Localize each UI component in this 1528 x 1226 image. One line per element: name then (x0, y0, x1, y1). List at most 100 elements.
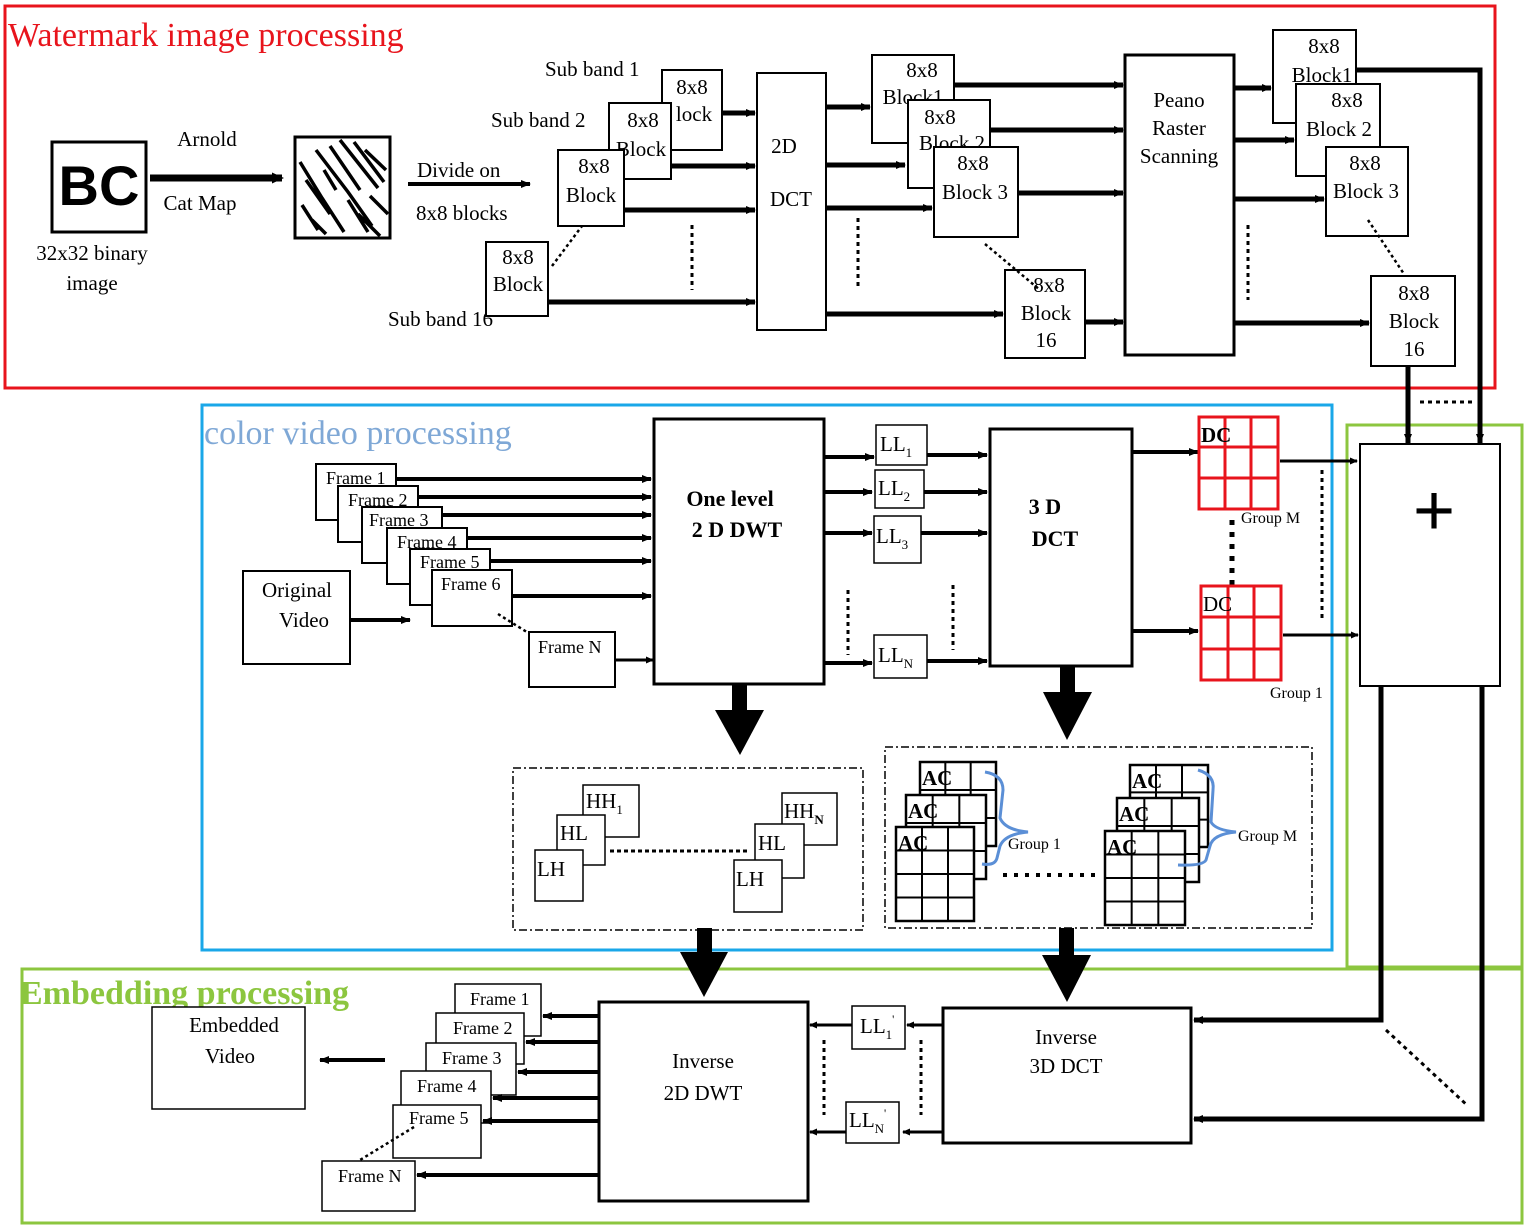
out-frame-5-label: Frame 5 (409, 1108, 468, 1128)
ac-group-m-grid-3: AC (1105, 831, 1185, 925)
ac-group-1-ac-label-3: AC (898, 831, 928, 855)
peano-label-line2: Raster (1152, 116, 1206, 140)
subband2-block-label: 8x8 (627, 108, 659, 132)
input-label-line1: 32x32 binary (36, 241, 148, 265)
peano-label-line3: Scanning (1140, 144, 1219, 168)
subband16-block-label2: Block (493, 272, 544, 296)
subband-16-label: Sub band 16 (388, 307, 493, 331)
dct-block2-label: 8x8 (924, 105, 956, 129)
dct-block16-label3: 16 (1036, 328, 1057, 352)
ac-group-1-ac-label-1: AC (922, 766, 952, 790)
ll3-text: LL (876, 524, 902, 548)
dct3d-label-line2: DCT (1032, 526, 1079, 551)
dct-block1-label: 8x8 (906, 58, 938, 82)
ac-group-1-ac-label-2: AC (908, 799, 938, 823)
peano-label-line1: Peano (1153, 88, 1204, 112)
scanned-block16-label2: Block (1389, 309, 1440, 333)
hhn-text: HH (784, 799, 814, 823)
out-frame-3-label: Frame 3 (442, 1048, 501, 1068)
frame-6-label: Frame 6 (441, 574, 500, 594)
ll-blocks: LL1 LL2 LL3 LLN (824, 425, 987, 678)
dct-block16-label: 8x8 (1033, 273, 1065, 297)
input-label-line2: image (66, 271, 117, 295)
scanned-block1-label: 8x8 (1308, 34, 1340, 58)
scanned-block2-label: 8x8 (1331, 88, 1363, 112)
ll1-text: LL (880, 432, 906, 456)
arnold-label-line1: Arnold (177, 127, 237, 151)
dct-block16-label2: Block (1021, 301, 1072, 325)
group-m-label-ac: Group M (1238, 828, 1297, 845)
high-bands-frame1: HH1 HL LH (535, 785, 639, 901)
dc-label-bottom: DC (1203, 592, 1232, 616)
subband-1-label: Sub band 1 (545, 57, 640, 81)
lhn-label: LH (736, 867, 764, 891)
dwt-box (654, 419, 824, 684)
subband1-block-label2: lock (676, 102, 713, 126)
subband-2-label: Sub band 2 (491, 108, 586, 132)
group-1-label-ac: Group 1 (1008, 836, 1061, 853)
ll1-prime-sub: 1 (886, 1027, 893, 1042)
hl1-label: HL (560, 821, 588, 845)
lln-prime-mark: ' (884, 1106, 886, 1120)
dct3d-label-line1: 3 D (1029, 494, 1061, 519)
hln-label: HL (758, 831, 786, 855)
dwt-label-line2: 2 D DWT (692, 517, 783, 542)
down-arrow-to-inv-dwt (680, 928, 728, 997)
dct2d-label-line2: DCT (770, 187, 812, 211)
video-section-title: color video processing (204, 415, 512, 452)
out-frame-1-label: Frame 1 (470, 989, 529, 1009)
hh1-text: HH (586, 789, 616, 813)
inverse-dct3d-label-line2: 3D DCT (1030, 1054, 1103, 1078)
dct2d-label-line1: 2D (771, 134, 797, 158)
scanned-block16-label3: 16 (1404, 337, 1425, 361)
subband1-block-label: 8x8 (676, 75, 708, 99)
dct-block3-label: 8x8 (957, 151, 989, 175)
ll1-sub: 1 (906, 445, 913, 460)
subband16-block-label: 8x8 (502, 245, 534, 269)
embedded-video-label-line2: Video (205, 1044, 255, 1068)
out-frame-n-label: Frame N (338, 1166, 401, 1186)
lln-sub: N (904, 656, 914, 671)
inverse-dwt-label-line2: 2D DWT (664, 1081, 743, 1105)
ll2-sub: 2 (904, 489, 911, 504)
embedded-video-label-line1: Embedded (189, 1013, 279, 1037)
dct-block3-label2: Block 3 (942, 180, 1008, 204)
frame-n-label: Frame N (538, 637, 601, 657)
ll1-prime-text: LL (860, 1014, 886, 1038)
inverse-dct3d-label-line1: Inverse (1035, 1025, 1097, 1049)
ac-group-m-ac-label-1: AC (1132, 769, 1162, 793)
ll3-sub: 3 (902, 537, 909, 552)
lln-prime-text: LL (849, 1108, 875, 1132)
original-video-label-line2: Video (279, 608, 329, 632)
hh1-sub: 1 (616, 802, 623, 817)
subband3-block-label: 8x8 (578, 154, 610, 178)
inverse-dwt-label-line1: Inverse (672, 1049, 734, 1073)
divide-label-line1: Divide on (417, 158, 501, 182)
lln-prime-sub: N (875, 1121, 885, 1136)
scanned-block2-label2: Block 2 (1306, 117, 1372, 141)
out-frame-2-label: Frame 2 (453, 1018, 512, 1038)
subband3-block-label2: Block (566, 183, 617, 207)
ac-group-m: AC AC AC (1105, 765, 1208, 925)
ac-group-1-grid-3: AC (896, 827, 974, 921)
adder-output-dots (1386, 1030, 1468, 1106)
lln-text: LL (878, 643, 904, 667)
high-bands-framen: HHN HL LH (734, 793, 837, 912)
scanned-block3-label: 8x8 (1349, 151, 1381, 175)
adder-symbol: + (1413, 471, 1455, 551)
arrow-adder-inv-dct-bottom (1194, 686, 1482, 1119)
ac-group-m-ac-label-2: AC (1119, 802, 1149, 826)
original-video-label-line1: Original (262, 578, 332, 602)
ll2-text: LL (878, 476, 904, 500)
lh1-label: LH (537, 857, 565, 881)
watermark-logo: BC (59, 154, 140, 217)
ac-group-m-ac-label-3: AC (1107, 835, 1137, 859)
group-1-label-dc: Group 1 (1270, 685, 1323, 702)
scanned-block16-label: 8x8 (1398, 281, 1430, 305)
scrambled-watermark-image (295, 137, 390, 238)
scanned-block3-label2: Block 3 (1333, 179, 1399, 203)
ll1-prime-mark: ' (892, 1012, 894, 1026)
out-frame-4-label: Frame 4 (417, 1076, 476, 1096)
dwt-down-arrow (715, 684, 764, 755)
